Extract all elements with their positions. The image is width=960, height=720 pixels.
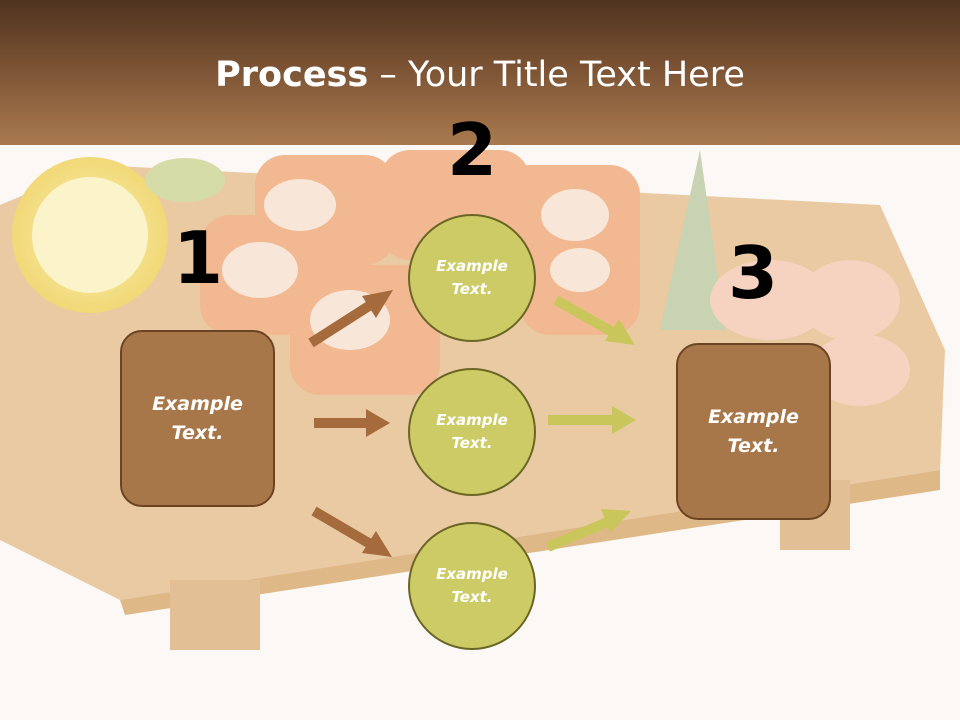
step-number-3: 3 — [727, 231, 779, 315]
step-number-1: 1 — [172, 216, 224, 300]
slide-title: Process – Your Title Text Here — [0, 52, 960, 98]
step-number-2: 2 — [446, 108, 498, 192]
middle-circle-text: Example Text. — [436, 411, 508, 452]
title-bold: Process — [215, 55, 369, 95]
left-box-text: Example Text. — [152, 392, 243, 444]
top-circle-text: Example Text. — [436, 257, 508, 298]
title-rest: – Your Title Text Here — [368, 55, 745, 95]
bottom-process-circle[interactable]: Example Text. — [408, 522, 536, 650]
top-process-circle[interactable]: Example Text. — [408, 214, 536, 342]
right-process-box[interactable]: Example Text. — [676, 343, 831, 520]
right-box-text: Example Text. — [708, 405, 799, 457]
left-process-box[interactable]: Example Text. — [120, 330, 275, 507]
middle-process-circle[interactable]: Example Text. — [408, 368, 536, 496]
bottom-circle-text: Example Text. — [436, 565, 508, 606]
title-bar — [0, 0, 960, 145]
